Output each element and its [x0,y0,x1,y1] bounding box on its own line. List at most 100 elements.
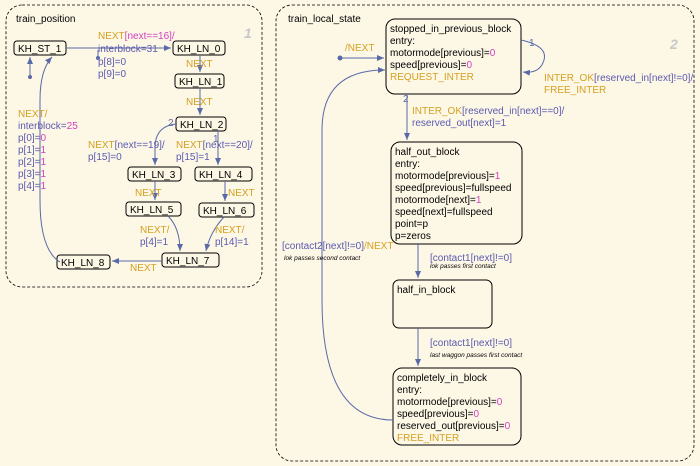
state-kh-ln-5[interactable]: KH_LN_5 [125,201,182,217]
transition-ln7-ln8[interactable]: NEXT [112,258,162,274]
state-kh-ln-0[interactable]: KH_LN_0 [172,40,226,56]
transition-ln1-ln2[interactable]: NEXT [186,88,213,115]
svg-text:KH_ST_1: KH_ST_1 [18,44,62,55]
svg-text:REQUEST_INTER: REQUEST_INTER [390,72,474,83]
svg-text:p[1]=1: p[1]=1 [18,145,47,156]
svg-text:NEXT[next==16]/: NEXT[next==16]/ [98,31,175,42]
state-kh-ln-7[interactable]: KH_LN_7 [161,252,220,268]
group-title: train_local_state [288,14,361,25]
svg-text:NEXT[next==19]/: NEXT[next==19]/ [88,140,165,151]
group-train-local-state [275,4,695,462]
svg-text:NEXT/: NEXT/ [215,225,245,236]
transition-ln6-ln7[interactable]: NEXT/ p[14]=1 [204,216,249,252]
svg-text:KH_LN_7: KH_LN_7 [166,256,210,267]
svg-text:half_in_block: half_in_block [397,285,456,296]
svg-text:p[8]=0: p[8]=0 [98,57,127,68]
transition-back-to-stopped[interactable]: [contact2[next]!=0]/NEXT lok passes seco… [282,67,393,421]
svg-text:speed[previous]=0: speed[previous]=0 [397,409,479,420]
transition-ln3-ln5[interactable]: NEXT [135,181,162,200]
svg-text:half_out_block: half_out_block [395,147,460,158]
svg-text:p[0]=0: p[0]=0 [18,133,47,144]
svg-text:motormode[previous]=1: motormode[previous]=1 [395,171,501,182]
svg-text:motormode[previous]=0: motormode[previous]=0 [397,397,503,408]
state-half-out-block[interactable]: half_out_block entry: motormode[previous… [390,141,523,245]
group-number: 1 [244,25,252,41]
group-title: train_position [16,14,75,25]
state-kh-ln-2[interactable]: KH_LN_2 [175,116,227,132]
svg-text:NEXT/: NEXT/ [140,225,170,236]
svg-text:p[14]=1: p[14]=1 [215,237,249,248]
svg-text:KH_LN_4: KH_LN_4 [199,170,243,181]
svg-text:entry:: entry: [397,385,422,396]
state-kh-ln-4[interactable]: KH_LN_4 [194,166,253,182]
svg-text:completely_in_block: completely_in_block [397,373,488,384]
state-kh-ln-3[interactable]: KH_LN_3 [127,166,182,182]
svg-text:p[15]=1: p[15]=1 [176,152,210,163]
state-half-in-block[interactable]: half_in_block [392,279,493,329]
svg-text:interblock=25: interblock=25 [18,121,78,132]
svg-text:p[15]=0: p[15]=0 [88,152,122,163]
svg-text:reserved_out[previous]=0: reserved_out[previous]=0 [397,421,511,432]
svg-text:motormode[next]=1: motormode[next]=1 [395,195,482,206]
group-train-position [5,4,263,288]
transition-ln2-ln3[interactable]: 2 NEXT[next==19]/ p[15]=0 [88,118,177,165]
svg-text:NEXT: NEXT [135,188,162,199]
svg-text:2: 2 [168,118,174,129]
transition-ln8-st1[interactable]: NEXT/ interblock=25 p[0]=0 p[1]=1 p[2]=1… [18,56,78,263]
svg-text:[contact2[next]!=0]/NEXT: [contact2[next]!=0]/NEXT [282,241,393,252]
svg-text:KH_LN_5: KH_LN_5 [130,205,174,216]
svg-text:stopped_in_previous_block: stopped_in_previous_block [390,24,512,35]
transition-ln5-ln7[interactable]: NEXT/ p[4]=1 [140,215,183,252]
svg-text:p[4]=1: p[4]=1 [140,237,169,248]
svg-text:lok passes second contact: lok passes second contact [284,255,361,262]
svg-text:entry:: entry: [395,159,420,170]
svg-text:KH_LN_2: KH_LN_2 [180,120,224,131]
group-number: 2 [669,36,678,52]
transition-to-completely[interactable]: [contact1[next]!=0] last waggon passes f… [415,328,523,366]
svg-text:1: 1 [213,134,219,145]
svg-text:point=p: point=p [395,219,429,230]
transition-ln0-ln1[interactable]: NEXT [186,55,213,72]
state-kh-ln-1[interactable]: KH_LN_1 [174,73,225,89]
svg-text:reserved_out[next]=1: reserved_out[next]=1 [412,118,507,129]
svg-text:INTER_OK[reserved_in[next]!=0]: INTER_OK[reserved_in[next]!=0]/ [544,73,693,84]
svg-text:[contact1[next]!=0]: [contact1[next]!=0] [430,253,512,264]
svg-text:2: 2 [403,94,409,105]
transition-default[interactable]: /NEXT [337,43,385,61]
svg-text:speed[previous]=0: speed[previous]=0 [390,60,472,71]
state-kh-st-1[interactable]: KH_ST_1 [13,40,67,56]
svg-text:speed[previous]=fullspeed: speed[previous]=fullspeed [395,183,511,194]
transition-ln2-ln4[interactable]: 1 NEXT[next==20]/ p[15]=1 [176,131,253,165]
svg-text:FREE_INTER: FREE_INTER [544,85,606,96]
svg-text:FREE_INTER: FREE_INTER [397,433,459,444]
svg-text:NEXT: NEXT [186,59,213,70]
svg-text:KH_LN_3: KH_LN_3 [132,170,176,181]
state-completely-in-block[interactable]: completely_in_block entry: motormode[pre… [392,367,522,446]
transition-to-half-in[interactable]: [contact1[next]!=0] lok passes first con… [415,244,512,278]
svg-text:p[4]=1: p[4]=1 [18,181,47,192]
state-stopped-in-previous-block[interactable]: stopped_in_previous_block entry: motormo… [385,18,522,95]
svg-text:motormode[previous]=0: motormode[previous]=0 [390,48,496,59]
svg-text:KH_LN_1: KH_LN_1 [179,77,223,88]
svg-text:1: 1 [529,38,535,49]
transition-st1-ln0[interactable]: NEXT[next==16]/ interblock=31 p[8]=0 p[9… [66,31,175,80]
svg-text:KH_LN_8: KH_LN_8 [61,258,105,269]
svg-text:KH_LN_0: KH_LN_0 [177,44,221,55]
svg-text:p[9]=0: p[9]=0 [98,69,127,80]
svg-text:speed[next]=fullspeed: speed[next]=fullspeed [395,207,493,218]
svg-text:p[3]=1: p[3]=1 [18,169,47,180]
transition-self-loop[interactable]: 1 INTER_OK[reserved_in[next]!=0]/ FREE_I… [520,38,693,96]
svg-text:NEXT[next==20]/: NEXT[next==20]/ [176,140,253,151]
transition-ln4-ln6[interactable]: NEXT [222,181,255,201]
svg-text:p[2]=1: p[2]=1 [18,157,47,168]
svg-text:NEXT: NEXT [228,188,255,199]
transition-to-half-out[interactable]: 2 INTER_OK[reserved_in[next]==0]/ reserv… [403,94,565,140]
svg-text:[contact1[next]!=0]: [contact1[next]!=0] [430,338,512,349]
svg-text:entry:: entry: [390,36,415,47]
state-kh-ln-6[interactable]: KH_LN_6 [198,202,255,218]
svg-text:INTER_OK[reserved_in[next]==0]: INTER_OK[reserved_in[next]==0]/ [412,106,565,117]
state-kh-ln-8[interactable]: KH_LN_8 [56,254,111,270]
svg-text:KH_LN_6: KH_LN_6 [203,206,247,217]
svg-text:/NEXT: /NEXT [345,43,374,54]
